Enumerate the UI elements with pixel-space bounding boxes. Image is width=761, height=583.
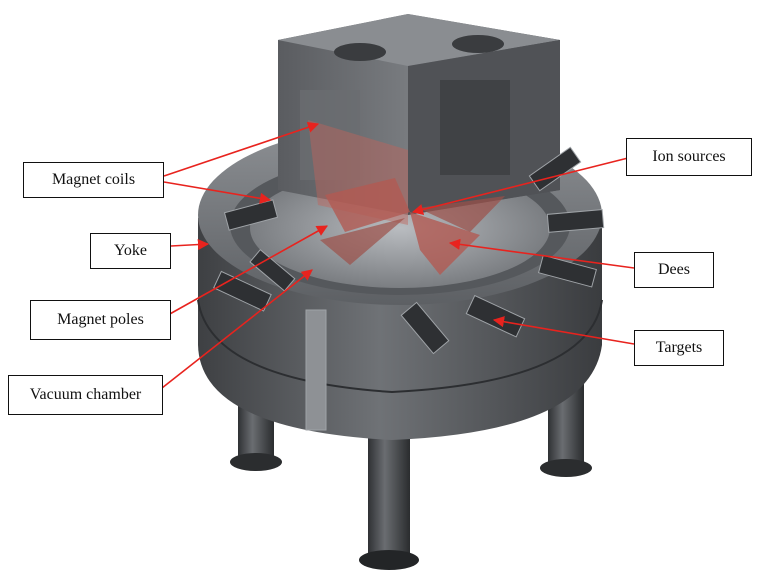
arrow-ion-sources xyxy=(411,157,629,215)
callout-arrows xyxy=(161,121,635,389)
label-vacuum-chamber: Vacuum chamber xyxy=(8,375,163,415)
label-dees: Dees xyxy=(634,252,714,288)
label-targets: Targets xyxy=(634,330,724,366)
label-magnet-poles: Magnet poles xyxy=(30,300,171,340)
support-legs xyxy=(230,382,592,570)
arrow-vacuum-chamber xyxy=(161,269,313,389)
arrow-dees xyxy=(448,238,635,269)
arrow-yoke xyxy=(170,238,210,251)
arrow-magnet-coils-2 xyxy=(163,181,272,204)
label-ion-sources: Ion sources xyxy=(626,138,752,176)
arrow-targets xyxy=(492,316,635,345)
label-magnet-coils: Magnet coils xyxy=(23,162,164,198)
arrow-magnet-poles xyxy=(167,225,328,316)
label-yoke: Yoke xyxy=(90,233,171,269)
upper-yoke-block xyxy=(278,14,560,215)
arrow-magnet-coils-1 xyxy=(163,121,320,177)
